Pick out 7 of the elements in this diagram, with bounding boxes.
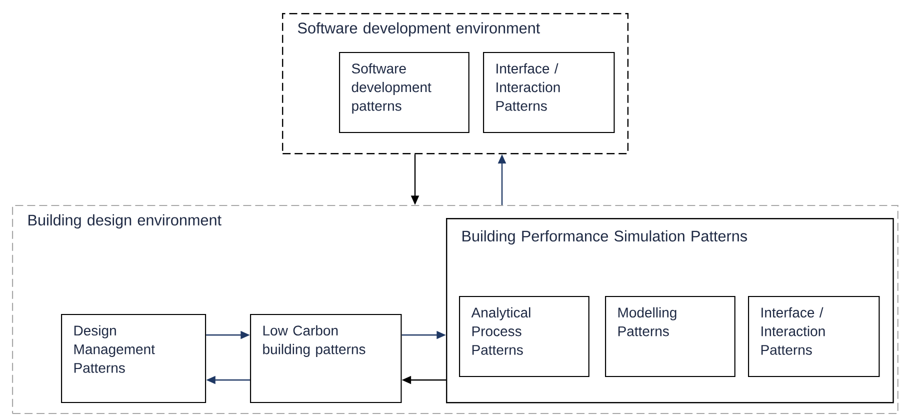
pattern-box: Software development patterns — [339, 52, 470, 134]
pattern-box: Low Carbon building patterns — [250, 314, 402, 404]
pattern-box: Design Management Patterns — [61, 314, 206, 404]
pattern-box: Analytical Process Patterns — [459, 296, 590, 378]
pattern-box: Interface / Interaction Patterns — [483, 52, 615, 134]
pattern-box: Interface / Interaction Patterns — [748, 296, 880, 378]
pattern-box: Modelling Patterns — [605, 296, 736, 378]
